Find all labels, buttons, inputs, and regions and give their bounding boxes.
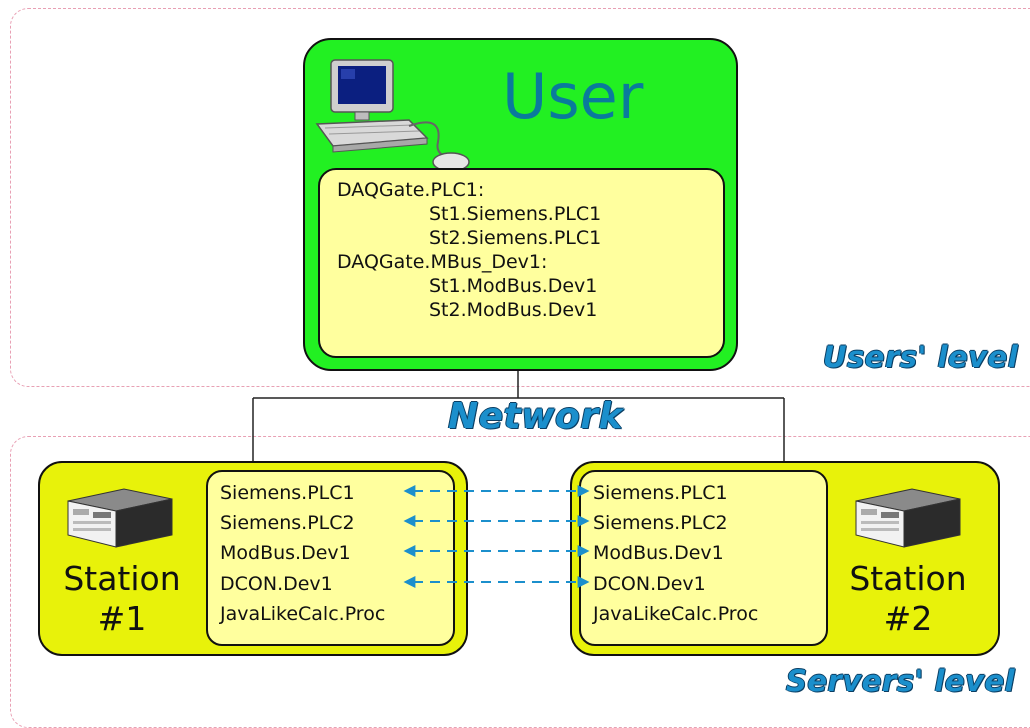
users-level-zone [10,8,1030,387]
user-list-line: DAQGate.PLC1: [337,179,485,201]
user-title: User [502,60,644,133]
station-2-name: Station #2 [838,559,978,639]
user-data-list: DAQGate.PLC1: St1.Siemens.PLC1 St2.Sieme… [318,168,725,358]
station-1-item: Siemens.PLC1 [220,482,355,504]
station-2-box: Station #2 Siemens.PLC1 Siemens.PLC2 Mod… [570,461,1000,656]
station-1-name: Station #1 [52,559,192,639]
station-2-item: JavaLikeCalc.Proc [593,603,759,625]
station-1-data-list: Siemens.PLC1 Siemens.PLC2 ModBus.Dev1 DC… [206,470,455,646]
station-2-item: Siemens.PLC2 [593,512,728,534]
user-list-line: St1.Siemens.PLC1 [429,203,602,225]
sync-arrows [403,485,590,588]
station-1-name-line2: #1 [97,599,147,638]
station-1-item: Siemens.PLC2 [220,512,355,534]
user-list-line: St2.ModBus.Dev1 [429,299,598,321]
station-1-item: JavaLikeCalc.Proc [220,603,386,625]
station-2-item: ModBus.Dev1 [593,542,724,564]
user-box: User DAQGate.PLC1: St1.Siemens.PLC1 St2.… [303,38,738,371]
station-2-item: DCON.Dev1 [593,573,706,595]
station-1-item: ModBus.Dev1 [220,542,351,564]
servers-level-label: Servers' level [786,664,1016,698]
station-1-box: Station #1 Siemens.PLC1 Siemens.PLC2 Mod… [38,461,468,656]
station-1-name-line1: Station [63,559,181,598]
station-2-data-list: Siemens.PLC1 Siemens.PLC2 ModBus.Dev1 DC… [579,470,828,646]
user-list-line: DAQGate.MBus_Dev1: [337,251,548,273]
server-icon [67,488,173,548]
users-level-label: Users' level [823,340,1019,374]
station-2-name-line1: Station [849,559,967,598]
user-list-line: St1.ModBus.Dev1 [429,275,598,297]
server-icon [855,488,961,548]
station-2-item: Siemens.PLC1 [593,482,728,504]
station-1-item: DCON.Dev1 [220,573,333,595]
station-2-name-line2: #2 [883,599,933,638]
user-list-line: St2.Siemens.PLC1 [429,227,602,249]
network-label: Network [448,396,623,437]
network-lines [252,367,785,461]
